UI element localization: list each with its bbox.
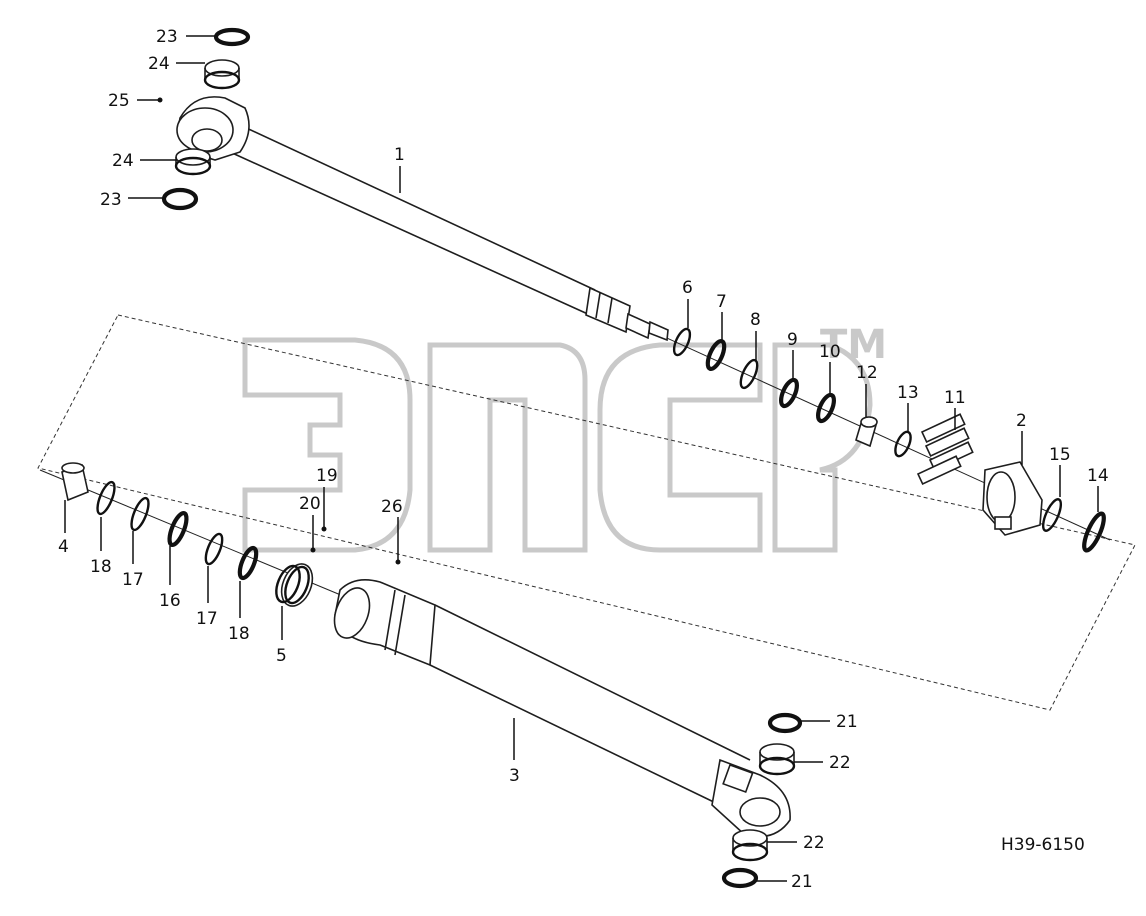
- watermark-logo: TM: [242, 322, 887, 553]
- callout-11: 11: [944, 388, 966, 408]
- callout-12: 12: [856, 363, 878, 383]
- callout-21-bottom: 21: [791, 872, 813, 892]
- callout-8: 8: [750, 310, 761, 330]
- callout-10: 10: [819, 342, 841, 362]
- callout-22-top: 22: [829, 753, 851, 773]
- bushing-4: [61, 462, 89, 502]
- callout-23-bottom: 23: [100, 190, 122, 210]
- ring-6: [672, 327, 692, 357]
- callout-25: 25: [108, 91, 130, 111]
- bushing-22-bottom: [731, 829, 769, 862]
- seal-ring-21-top: [767, 712, 803, 734]
- ring-13: [894, 430, 912, 458]
- ring-9: [778, 377, 800, 409]
- bushing-24-bottom: [174, 148, 212, 176]
- ring-7: [705, 338, 727, 372]
- callout-3: 3: [509, 766, 520, 786]
- bushing-22-top: [758, 743, 796, 776]
- ring-17-left: [130, 496, 150, 532]
- ring-17-right: [204, 532, 224, 566]
- callout-2: 2: [1016, 411, 1027, 431]
- ring-10: [815, 392, 837, 424]
- cylinder-tube: [333, 579, 791, 838]
- bolts-11: [916, 413, 974, 486]
- drawing-code: H39-6150: [1001, 835, 1085, 855]
- callout-16: 16: [159, 591, 181, 611]
- callout-19: 19: [316, 466, 338, 486]
- leader-lines: [64, 35, 1099, 882]
- callout-9: 9: [787, 330, 798, 350]
- ring-18-left: [96, 480, 116, 516]
- callout-15: 15: [1049, 445, 1071, 465]
- ring-16: [167, 510, 189, 548]
- exploded-outline: [37, 314, 1136, 711]
- callout-20: 20: [299, 494, 321, 514]
- callout-1: 1: [394, 145, 405, 165]
- callout-18-left: 18: [90, 557, 112, 577]
- ring-18-right: [237, 545, 259, 581]
- ring-15: [1041, 498, 1063, 532]
- callout-23-top: 23: [156, 27, 178, 47]
- piston-rod: [176, 96, 1111, 541]
- ring-14: [1082, 511, 1106, 553]
- callout-17-right: 17: [196, 609, 218, 629]
- gland-5: [275, 563, 314, 607]
- callout-24-top: 24: [148, 54, 170, 74]
- callout-6: 6: [682, 278, 693, 298]
- watermark-tm: TM: [820, 322, 887, 368]
- seal-ring-23-bottom: [161, 187, 199, 211]
- bushing-12: [855, 416, 878, 448]
- seal-ring-23-top: [213, 27, 251, 47]
- piston-2: [982, 461, 1043, 536]
- callout-18-right: 18: [228, 624, 250, 644]
- seal-ring-21-bottom: [721, 867, 759, 889]
- callout-labels: 23 24 25 24 23 1 6 7 8 9 10 12 13 11 2 1…: [58, 27, 1109, 892]
- ring-8: [739, 358, 759, 390]
- callout-24-bottom: 24: [112, 151, 134, 171]
- callout-17-left: 17: [122, 570, 144, 590]
- callout-13: 13: [897, 383, 919, 403]
- callout-4: 4: [58, 537, 69, 557]
- callout-26: 26: [381, 497, 403, 517]
- callout-14: 14: [1087, 466, 1109, 486]
- bushing-24-top: [203, 59, 241, 90]
- callout-5: 5: [276, 646, 287, 666]
- callout-21-top: 21: [836, 712, 858, 732]
- callout-22-bottom: 22: [803, 833, 825, 853]
- callout-7: 7: [716, 292, 727, 312]
